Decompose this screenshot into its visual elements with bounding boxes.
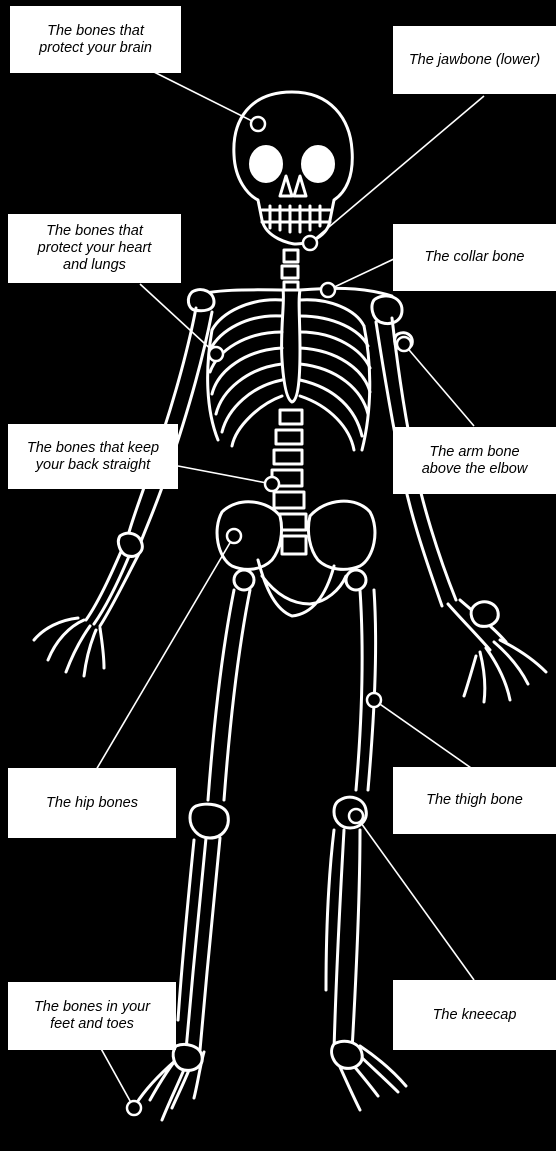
ribs-marker-dot [209, 347, 223, 361]
skull [234, 92, 352, 244]
thigh-leader-line [374, 700, 474, 770]
right-eye-socket [302, 146, 334, 182]
sternum [282, 290, 300, 402]
spine-leader-line [178, 466, 272, 484]
pelvis [217, 501, 375, 616]
skull-leader-line [150, 70, 258, 124]
hip-marker-dot [227, 529, 241, 543]
thigh-marker-dot [367, 693, 381, 707]
label-thigh-bone: The thigh bone [393, 767, 556, 834]
arm-leader-line [404, 344, 474, 426]
left-arm [34, 308, 212, 676]
label-collar-bone: The collar bone [393, 224, 556, 291]
spine-marker-dot [265, 477, 279, 491]
feet-marker-dot [127, 1101, 141, 1115]
skull-marker-dot [251, 117, 265, 131]
knee-marker-dot [349, 809, 363, 823]
jaw-marker-dot [303, 236, 317, 250]
collar-marker-dot [321, 283, 335, 297]
right-arm [376, 318, 546, 702]
label-hip-bones: The hip bones [8, 768, 176, 838]
collar-leader-line [328, 258, 396, 290]
spine [272, 250, 306, 554]
arm-marker-dot [397, 337, 411, 351]
knee-leader-line [356, 816, 474, 980]
left-eye-socket [250, 146, 282, 182]
label-jawbone: The jawbone (lower) [393, 26, 556, 94]
label-kneecap: The kneecap [393, 980, 556, 1050]
